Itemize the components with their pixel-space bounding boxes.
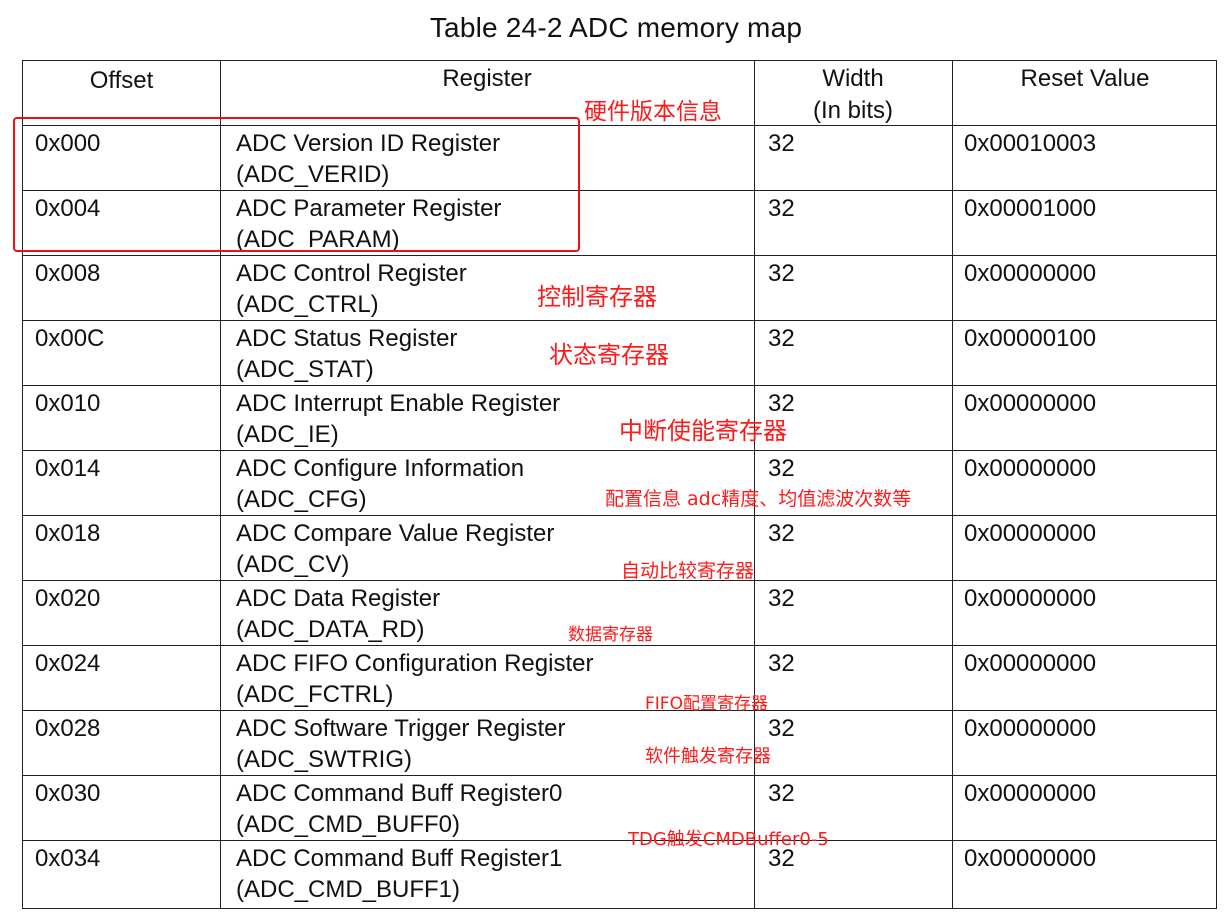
offset-cell: 0x014	[35, 455, 101, 482]
register-name: ADC Command Buff Register0	[236, 780, 563, 807]
reset-value-cell: 0x00000000	[964, 455, 1097, 482]
reset-value-cell: 0x00000000	[964, 390, 1097, 417]
width-cell: 32	[768, 390, 795, 417]
register-abbr: (ADC_IE)	[236, 421, 339, 448]
row-divider	[23, 710, 1216, 711]
offset-cell: 0x000	[35, 130, 101, 157]
annotation-hw-version: 硬件版本信息	[584, 99, 722, 125]
memory-map-table: Offset Register Width (In bits) Reset Va…	[22, 60, 1217, 909]
offset-cell: 0x028	[35, 715, 101, 742]
offset-cell: 0x004	[35, 195, 101, 222]
column-divider	[754, 61, 755, 908]
register-name: ADC FIFO Configuration Register	[236, 650, 594, 677]
offset-cell: 0x024	[35, 650, 101, 677]
row-divider	[23, 190, 1216, 191]
row-divider	[23, 385, 1216, 386]
register-abbr: (ADC_DATA_RD)	[236, 616, 425, 643]
highlight-box	[13, 117, 580, 252]
offset-cell: 0x008	[35, 260, 101, 287]
register-name: ADC Status Register	[236, 325, 458, 352]
width-cell: 32	[768, 520, 795, 547]
register-abbr: (ADC_PARAM)	[236, 226, 400, 253]
table-title: Table 24-2 ADC memory map	[429, 12, 803, 43]
width-cell: 32	[768, 260, 795, 287]
offset-cell: 0x020	[35, 585, 101, 612]
reset-value-cell: 0x00000000	[964, 715, 1097, 742]
annotation-fifo: FIFO配置寄存器	[645, 694, 768, 714]
register-abbr: (ADC_CMD_BUFF1)	[236, 876, 461, 903]
offset-cell: 0x018	[35, 520, 101, 547]
width-cell: 32	[768, 650, 795, 677]
width-cell: 32	[768, 845, 795, 872]
column-divider	[220, 61, 221, 908]
reset-value-cell: 0x00000000	[964, 650, 1097, 677]
register-name: ADC Control Register	[236, 260, 467, 287]
register-abbr: (ADC_CMD_BUFF0)	[236, 811, 461, 838]
header-width-line2: (In bits)	[812, 97, 893, 124]
reset-value-cell: 0x00001000	[964, 195, 1097, 222]
reset-value-cell: 0x00000000	[964, 845, 1097, 872]
annotation-stat: 状态寄存器	[549, 341, 669, 369]
offset-cell: 0x034	[35, 845, 101, 872]
header-width: Width (In bits)	[754, 63, 952, 127]
header-offset: Offset	[89, 67, 154, 94]
width-cell: 32	[768, 455, 795, 482]
row-divider	[23, 580, 1216, 581]
offset-cell: 0x00C	[35, 325, 105, 352]
annotation-swtrig: 软件触发寄存器	[645, 746, 771, 767]
width-cell: 32	[768, 585, 795, 612]
register-abbr: (ADC_CTRL)	[236, 291, 379, 318]
reset-value-cell: 0x00000000	[964, 520, 1097, 547]
row-divider	[23, 320, 1216, 321]
register-abbr: (ADC_SWTRIG)	[236, 746, 412, 773]
annotation-data: 数据寄存器	[568, 625, 653, 645]
register-name: ADC Version ID Register	[236, 130, 501, 157]
reset-value-cell: 0x00010003	[964, 130, 1097, 157]
width-cell: 32	[768, 715, 795, 742]
register-name: ADC Software Trigger Register	[236, 715, 566, 742]
register-name: ADC Interrupt Enable Register	[236, 390, 561, 417]
column-divider	[952, 61, 953, 908]
register-name: ADC Parameter Register	[236, 195, 502, 222]
row-divider	[23, 255, 1216, 256]
register-abbr: (ADC_CFG)	[236, 486, 367, 513]
annotation-cfg: 配置信息 adc精度、均值滤波次数等	[605, 488, 912, 510]
register-name: ADC Command Buff Register1	[236, 845, 563, 872]
annotation-ie: 中断使能寄存器	[619, 417, 787, 445]
register-name: ADC Configure Information	[236, 455, 525, 482]
row-divider	[23, 775, 1216, 776]
width-cell: 32	[768, 130, 795, 157]
register-name: ADC Compare Value Register	[236, 520, 555, 547]
offset-cell: 0x030	[35, 780, 101, 807]
annotation-cv: 自动比较寄存器	[621, 560, 755, 582]
width-cell: 32	[768, 780, 795, 807]
reset-value-cell: 0x00000000	[964, 585, 1097, 612]
register-abbr: (ADC_VERID)	[236, 161, 390, 188]
reset-value-cell: 0x00000000	[964, 780, 1097, 807]
reset-value-cell: 0x00000000	[964, 260, 1097, 287]
register-abbr: (ADC_FCTRL)	[236, 681, 394, 708]
header-reset-value: Reset Value	[1020, 65, 1150, 92]
header-width-line1: Width	[822, 65, 884, 92]
annotation-cmd: TDG触发CMDBuffer0-5	[628, 829, 829, 850]
register-abbr: (ADC_STAT)	[236, 356, 374, 383]
row-divider	[23, 645, 1216, 646]
row-divider	[23, 840, 1216, 841]
row-divider	[23, 515, 1216, 516]
offset-cell: 0x010	[35, 390, 101, 417]
annotation-ctrl: 控制寄存器	[537, 283, 657, 311]
width-cell: 32	[768, 195, 795, 222]
reset-value-cell: 0x00000100	[964, 325, 1097, 352]
width-cell: 32	[768, 325, 795, 352]
register-name: ADC Data Register	[236, 585, 441, 612]
header-register: Register	[442, 65, 532, 92]
row-divider	[23, 450, 1216, 451]
row-divider	[23, 125, 1216, 126]
register-abbr: (ADC_CV)	[236, 551, 350, 578]
